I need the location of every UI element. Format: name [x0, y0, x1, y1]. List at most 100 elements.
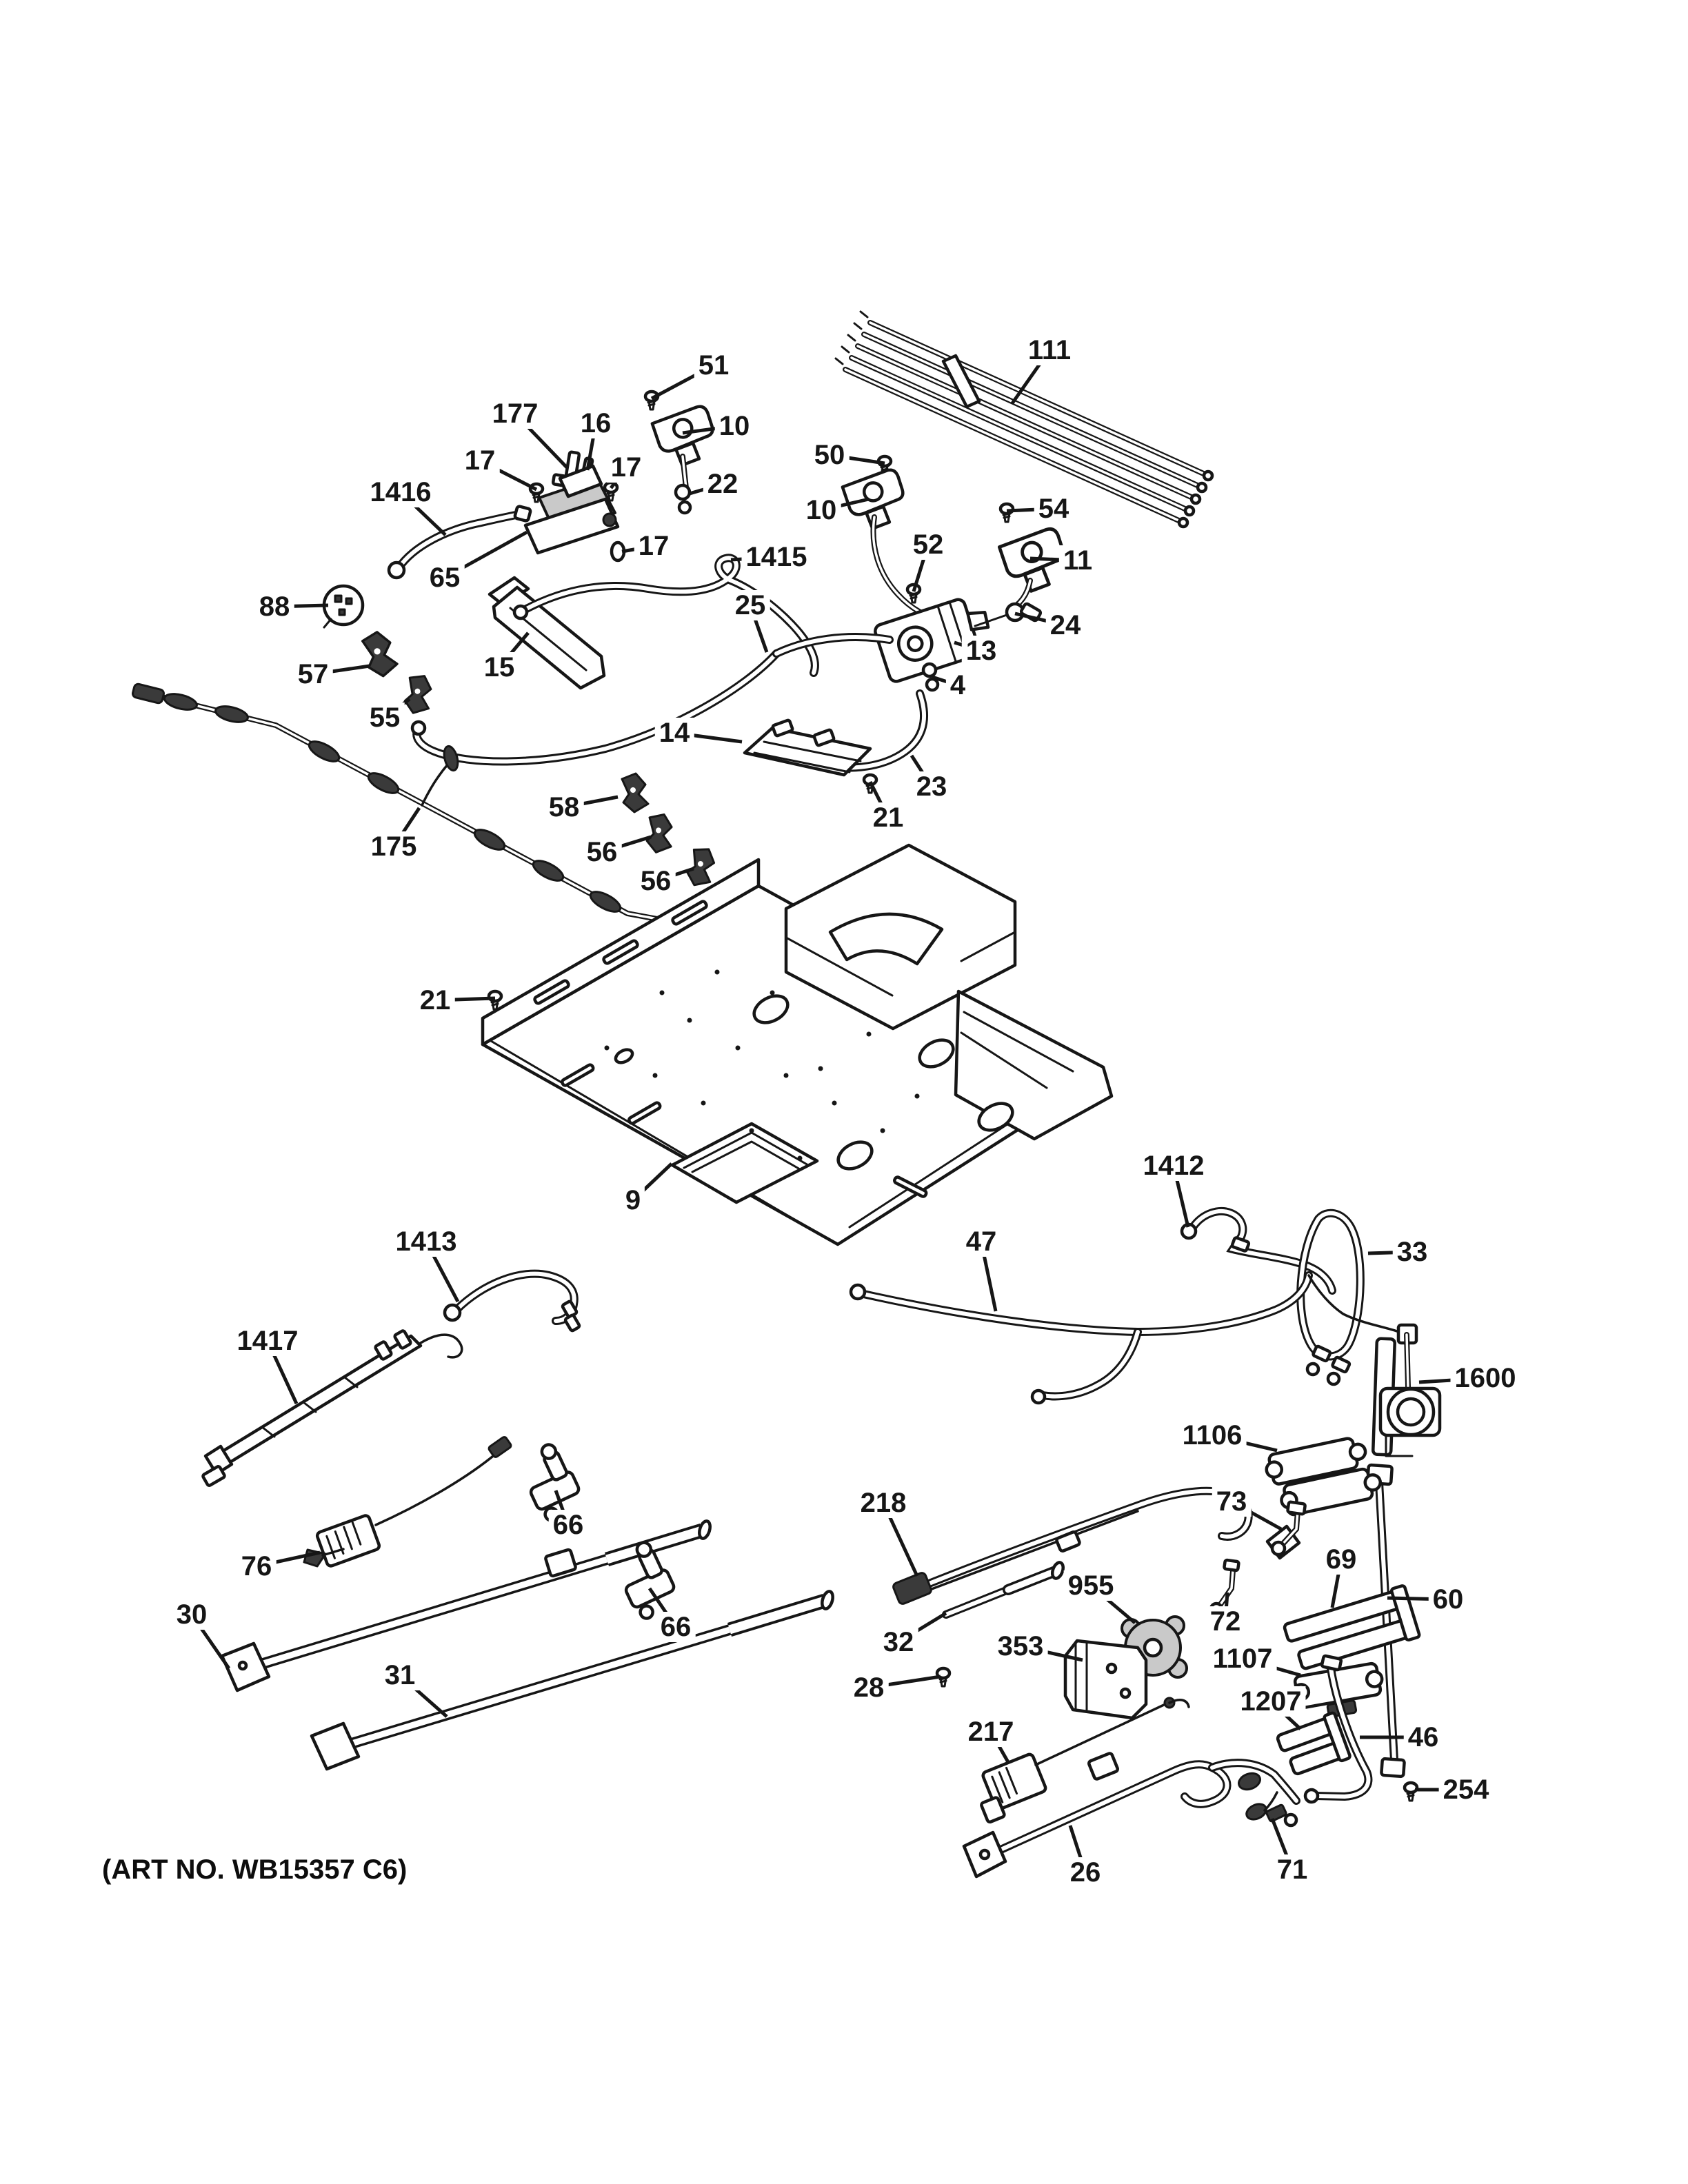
- part-label-1413-35: 1413: [391, 1226, 461, 1257]
- tube-47: [849, 1271, 1407, 1405]
- part-label-11-13: 11: [1058, 545, 1097, 576]
- burner-tube-30: [220, 1519, 712, 1692]
- carrier-13: [874, 598, 990, 683]
- igniter-217: [980, 1697, 1190, 1824]
- part-label-46-57: 46: [1403, 1722, 1443, 1752]
- part-label-22-8: 22: [703, 469, 743, 499]
- bracket-353: [1063, 1639, 1148, 1720]
- igniter-58: [621, 772, 650, 813]
- part-label-218-41: 218: [856, 1488, 911, 1518]
- bracket-14: [743, 718, 872, 777]
- screw-54: [1001, 504, 1013, 522]
- tube-1412: [1180, 1206, 1336, 1295]
- fitting-73: [1265, 1500, 1307, 1560]
- art-number-caption: (ART NO. WB15357 C6): [102, 1854, 408, 1885]
- part-label-16-3: 16: [576, 408, 616, 438]
- part-label-54-11: 54: [1034, 494, 1074, 524]
- loop-tube-33: [1296, 1209, 1365, 1386]
- igniter-assembly-218: [892, 1486, 1253, 1605]
- part-label-65-14: 65: [425, 563, 465, 593]
- part-label-111-1: 111: [1023, 335, 1076, 365]
- supply-tube-60: [1366, 1463, 1406, 1779]
- part-111-manifold-tube-bundle: [834, 310, 1214, 529]
- coupler-22: [674, 483, 692, 515]
- part-label-25-17: 25: [730, 590, 770, 620]
- part-label-32-54: 32: [878, 1627, 918, 1657]
- part-label-10-4: 10: [714, 411, 754, 441]
- part-label-10-10: 10: [801, 495, 841, 525]
- regulator-1600: [1372, 1323, 1442, 1457]
- part-label-33-37: 33: [1392, 1237, 1432, 1267]
- part-label-21-32: 21: [415, 985, 455, 1015]
- bracket-1417: [201, 1329, 463, 1487]
- solenoid-valve-1106: [1265, 1437, 1383, 1517]
- tube-32: [942, 1561, 1065, 1619]
- part-label-71-61: 71: [1272, 1854, 1312, 1885]
- screw-21b: [489, 991, 501, 1009]
- part-label-254-59: 254: [1438, 1775, 1494, 1805]
- part-label-30-48: 30: [172, 1599, 212, 1630]
- igniter-56b: [681, 843, 722, 891]
- part-label-23-26: 23: [912, 771, 952, 802]
- switch-88: [322, 584, 365, 629]
- part-label-55-24: 55: [365, 702, 405, 733]
- part-label-24-18: 24: [1045, 610, 1085, 640]
- part-label-17-5: 17: [460, 445, 500, 476]
- tube-25: [410, 633, 894, 766]
- part-label-217-58: 217: [963, 1717, 1018, 1747]
- part-label-26-60: 26: [1065, 1857, 1105, 1888]
- part-label-353-49: 353: [993, 1631, 1048, 1661]
- igniter-55: [400, 671, 438, 718]
- base-pan-9: [481, 843, 1114, 1246]
- tube-1416: [387, 505, 532, 580]
- spark-module-65: [523, 464, 620, 555]
- igniter-56a: [643, 811, 678, 856]
- fitting-4: [921, 662, 940, 692]
- part-label-58-27: 58: [544, 792, 584, 822]
- part-label-88-19: 88: [254, 592, 294, 622]
- part-label-955-45: 955: [1063, 1570, 1118, 1601]
- part-label-31-53: 31: [380, 1660, 420, 1690]
- part-label-1417-38: 1417: [232, 1326, 303, 1356]
- part-label-66-44: 66: [548, 1510, 588, 1540]
- part-label-60-51: 60: [1428, 1584, 1468, 1615]
- part-label-1207-56: 1207: [1236, 1686, 1306, 1717]
- part-label-1416-6: 1416: [365, 477, 436, 507]
- part-label-56-30: 56: [582, 837, 622, 867]
- bracket-1207: [1276, 1711, 1352, 1776]
- part-label-4-23: 4: [945, 670, 970, 700]
- part-label-21-28: 21: [868, 802, 908, 833]
- part-label-17-16: 17: [634, 531, 674, 561]
- screw-254: [1405, 1783, 1417, 1801]
- part-label-69-43: 69: [1321, 1544, 1361, 1575]
- part-label-50-9: 50: [810, 440, 850, 470]
- part-label-52-12: 52: [908, 529, 948, 560]
- part-label-1415-15: 1415: [741, 542, 812, 572]
- part-label-13-20: 13: [961, 636, 1001, 666]
- burner-tube-31: [310, 1590, 834, 1771]
- part-label-15-22: 15: [479, 652, 519, 682]
- part-label-1412-34: 1412: [1138, 1151, 1209, 1181]
- fitting-cluster-71: [1238, 1772, 1298, 1828]
- part-label-28-55: 28: [849, 1672, 889, 1703]
- part-label-1107-50: 1107: [1208, 1644, 1277, 1674]
- part-label-57-21: 57: [293, 659, 333, 689]
- part-label-66-52: 66: [656, 1612, 696, 1642]
- igniter-57: [360, 628, 401, 680]
- part-label-1600-39: 1600: [1450, 1363, 1520, 1393]
- part-label-51-0: 51: [694, 350, 734, 381]
- tube-1415: [512, 554, 819, 677]
- tube-1413: [443, 1269, 581, 1333]
- part-label-175-29: 175: [366, 831, 421, 862]
- part-label-73-42: 73: [1212, 1486, 1252, 1517]
- part-label-17-7: 17: [606, 452, 646, 483]
- part-label-1106-40: 1106: [1178, 1420, 1247, 1450]
- part-label-47-36: 47: [961, 1226, 1001, 1257]
- part-label-9-33: 9: [621, 1185, 645, 1215]
- part-label-76-47: 76: [237, 1551, 277, 1581]
- igniter-76: [303, 1436, 512, 1568]
- burner-tube-26: [962, 1752, 1300, 1879]
- part-label-177-2: 177: [488, 398, 543, 429]
